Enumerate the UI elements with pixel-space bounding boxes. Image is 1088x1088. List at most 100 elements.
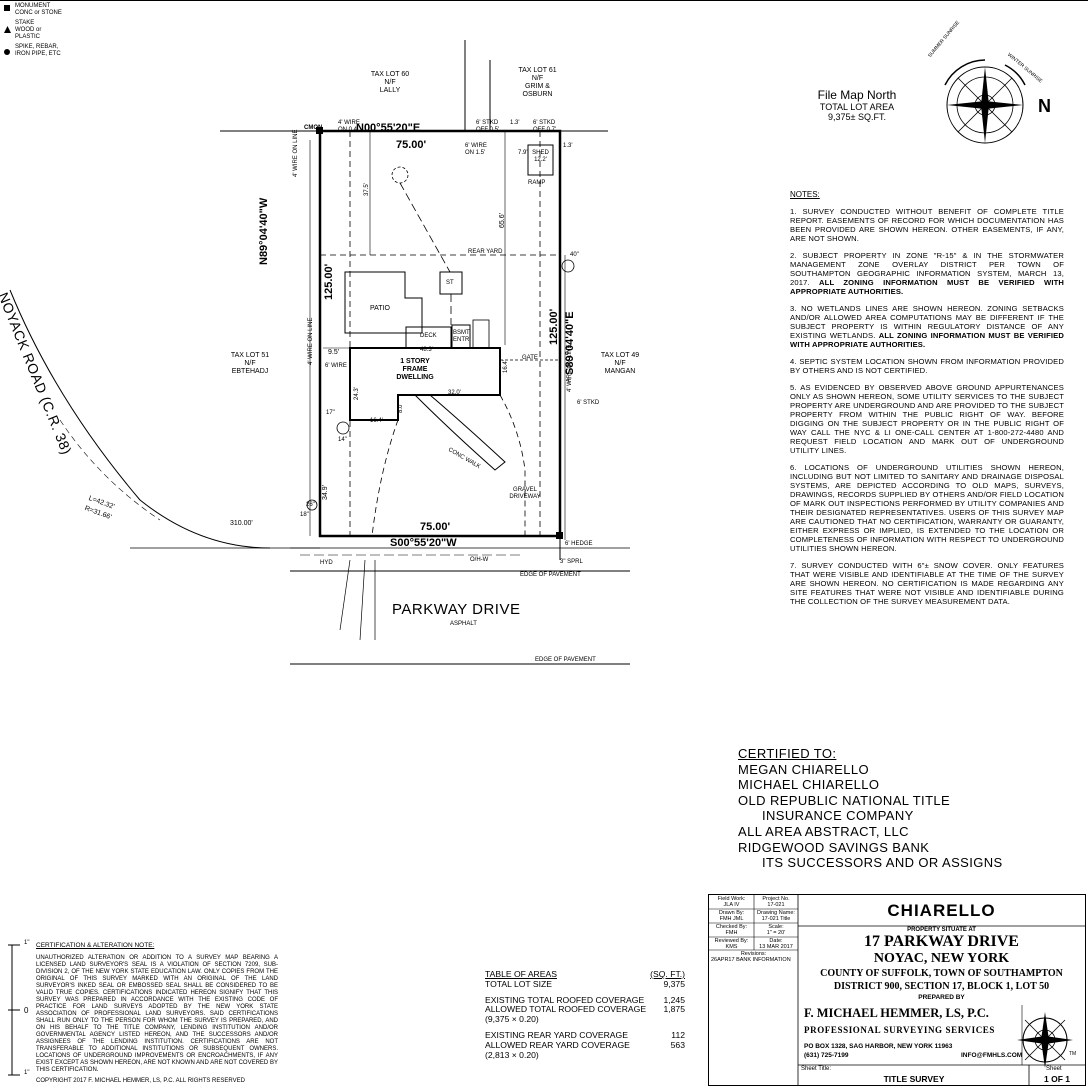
note-6: 6. LOCATIONS OF UNDERGROUND UTILITIES SH… [790,463,1064,553]
dim-4: 4" [566,378,572,384]
dist-310: 310.00' [230,520,253,527]
town: NOYAC, NEW YORK [873,951,1010,966]
note-7: 7. SURVEY CONDUCTED WITH 6"± SNOW COVER.… [790,561,1064,606]
dim-24-3: 24.3' [354,387,360,400]
ohw-label: O/H-W [470,557,489,563]
firm-services: PROFESSIONAL SURVEYING SERVICES [804,1025,996,1035]
cert-note-heading: CERTIFICATION & ALTERATION NOTE: [36,942,155,949]
dim-40: 40" [570,252,579,258]
scale-cell: Scale:1" = 20' [766,924,786,936]
hyd-label: HYD [320,560,333,566]
checked-by: Checked By:FMH [715,924,748,936]
firm-address: PO BOX 1328, SAG HARBOR, NEW YORK 11963 [804,1043,953,1050]
north-block: File Map North TOTAL LOT AREA 9,375± SQ.… [798,88,916,122]
client-name: CHIARELLO [887,901,996,920]
certified-line: ITS SUCCESSORS AND OR ASSIGNS [762,855,1003,871]
util-line-2 [359,559,366,641]
certified-line: INSURANCE COMPANY [762,808,914,824]
stake-symbol-icon [4,26,11,33]
steps-outline [472,319,490,349]
dwelling-outline [349,347,501,421]
legend: MONUMENT CONC or STONE STAKE WOOD or PLA… [3,3,62,58]
scale-bottom: 1" [24,1070,30,1076]
areas-header: TABLE OF AREAS(SQ. FT.) [485,969,685,979]
cert-note-block: CERTIFICATION & ALTERATION NOTE: UNAUTHO… [36,942,278,1084]
sheet-title: TITLE SURVEY [883,1074,945,1084]
tree-circle [391,166,409,184]
cert-note-body: UNAUTHORIZED ALTERATION OR ADDITION TO A… [36,955,278,1073]
dim-1-3a: 1.3' [510,120,520,126]
legend-stake: STAKE WOOD or PLASTIC [3,20,62,41]
certified-heading: CERTIFIED TO: [738,746,837,761]
tree-26 [306,499,318,511]
legend-monument: MONUMENT CONC or STONE [3,3,62,17]
bearing-south: S00°55'20"W [390,537,457,549]
property-situate: PROPERTY SITUATE AT [907,927,976,933]
notes-heading: NOTES: [790,190,820,199]
dim-8-0: 8.0' [398,403,404,414]
notes-block: NOTES: 1. SURVEY CONDUCTED WITHOUT BENEF… [790,190,1064,614]
note-5: 5. AS EVIDENCED BY OBSERVED ABOVE GROUND… [790,383,1064,455]
sheet-number: 1 OF 1 [1044,1074,1070,1084]
prepared-by: PREPARED BY [918,994,965,1001]
cmon-label: CMON [304,125,323,131]
ramp-label: RAMP [528,180,546,186]
dim-48-3: 48.3' [420,347,433,353]
stkd-6-label: 6' STKD [577,400,600,406]
sheet-label: Sheet [1046,1066,1062,1072]
dim-26: 26" [306,502,315,508]
table-row: (2,813 × 0.20) [485,1049,539,1060]
tree-40 [561,259,575,273]
septic-label: ST [446,280,454,286]
noyack-road-edge [9,289,271,549]
title-block: Field Work:JLA IV Project No.17-021 Draw… [708,894,1086,1086]
copyright: COPYRIGHT 2017 F. MICHAEL HEMMER, LS, P.… [36,1078,245,1084]
dist-west: 125.00' [323,263,335,300]
tree-14 [336,421,350,435]
certified-line: OLD REPUBLIC NATIONAL TITLE [738,792,951,808]
dim-37-5: 37.5' [364,183,370,196]
certified-block: CERTIFIED TO: MEGAN CHIARELLO MICHAEL CH… [738,746,1068,871]
noyack-road-center [59,419,161,521]
conc-walk [413,394,506,471]
date-cell: Date:13 MAR 2017 [759,938,793,950]
certified-line: MICHAEL CHIARELLO [738,777,880,793]
gate-label: GATE [522,355,538,361]
monument-marker [316,127,323,134]
dim-9-5: 9.5' [328,349,340,356]
certified-line: MEGAN CHIARELLO [738,761,869,777]
drawn-by: Drawn By:FMH JML [718,910,745,922]
field-work: Field Work:JLA IV [717,896,746,908]
hedge-6-label: 6' HEDGE [565,541,593,547]
rear-yard-label: REAR YARD [468,249,503,255]
reviewed-by: Reviewed By:KMS [714,938,749,950]
firm-phone: (631) 725-7199 [804,1052,849,1059]
dim-18: 18" [300,512,309,518]
dim-7-9: 7.9' [518,150,528,156]
monument-marker-se [556,532,563,539]
dist-north: 75.00' [396,139,427,151]
tm-mark: TM [1069,1051,1077,1057]
dim-14: 14" [338,437,347,443]
certified-line: RIDGEWOOD SAVINGS BANK [738,839,930,855]
note-2: 2. SUBJECT PROPERTY IN ZONE "R-15" & IN … [790,251,1065,296]
district: DISTRICT 900, SECTION 17, BLOCK 1, LOT 5… [833,981,1050,992]
address: 17 PARKWAY DRIVE [864,933,1019,950]
patio-outline [344,271,423,334]
dim-65-6: 65.6' [499,213,506,228]
dim-16-4b: 16.4' [503,360,509,373]
note-4: 4. SEPTIC SYSTEM LOCATION SHOWN FROM INF… [790,357,1064,375]
edge-pavement-label: EDGE OF PAVEMENT [520,572,581,578]
firm-email: INFO@FMHLS.COM [961,1052,1023,1059]
scale-top: 1" [24,940,30,946]
